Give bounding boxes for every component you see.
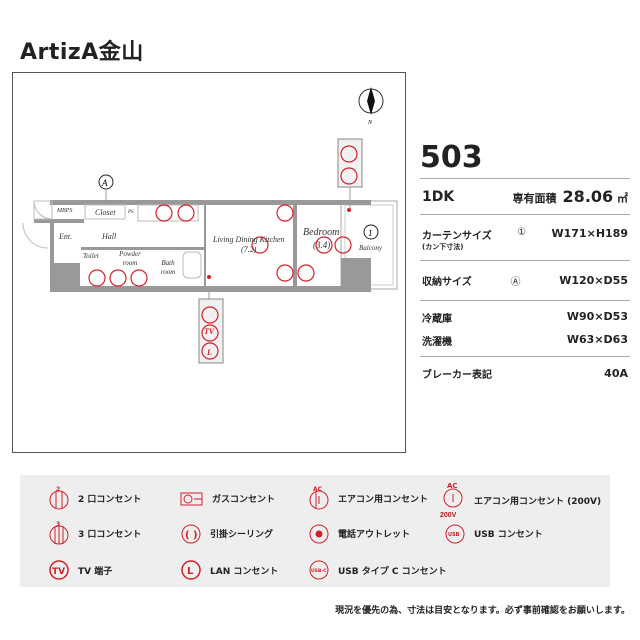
curtain-marker: ① [517,227,527,238]
svg-text:USB-C: USB-C [311,568,327,574]
walls [34,200,371,292]
storage-value: W120×D55 [559,274,628,287]
gas-outlet-icon [180,492,203,506]
room-powder: Powder room [119,250,141,267]
room-bedroom: Bedroom [303,227,340,238]
breaker-label: ブレーカー表記 [422,370,492,381]
svg-text:L: L [187,566,194,577]
usb-outlet-icon: USB [445,524,465,544]
lan-outlet-icon: L [206,348,212,357]
room-toilet: Toilet [83,252,99,260]
legend-label: TV 端子 [78,566,113,577]
curtain-sub: (カン下寸法) [422,243,464,251]
legend-label: USB タイプ C コンセント [338,566,447,577]
curtain-marker: 1 [363,224,379,240]
area-label: 専有面積 [512,192,557,205]
legend-label: LAN コンセント [210,566,279,577]
legend-item: ( ) 引掛シーリング [180,520,273,546]
room-balcony: Balcony [359,244,382,252]
phone-outlet-icon [309,524,329,544]
floor-plan: N TV L A 1 MBPS Closet PS Ent. Hall Toil… [12,72,406,453]
room-mbps: MBPS [57,208,73,214]
tv-terminal-icon: TV [204,327,215,336]
curtain-value: W171×H189 [551,227,628,240]
svg-text:3: 3 [56,521,60,528]
ac-outlet-icon: AC [309,486,329,510]
unit-number: 503 [420,140,483,175]
floor-plan-drawing: N TV L A 1 [22,87,398,364]
svg-text:1: 1 [368,228,373,238]
area-value: 28.06 [562,187,614,206]
200v-label: 200V [440,512,457,519]
outlet-3-icon: 3 [49,521,69,545]
room-ent: Ent. [59,232,73,241]
room-hall: Hall [102,232,117,241]
room-ldk-size: (7.2) [241,245,257,254]
legend-item: 2 2 口コンセント [48,485,141,511]
lan-outlet-icon: L [181,560,201,580]
legend-item: AC 200V エアコン用コンセント (200V) [440,481,601,519]
fixtures [22,200,202,279]
room-ldk: Living Dining Kitchen [213,235,285,244]
unit-info-panel: 503 1DK 専有面積 28.06 ㎡ カーテンサイズ(カン下寸法) ① W17… [420,140,630,390]
usb-c-outlet-icon: USB-C [309,560,329,580]
svg-text:AC: AC [313,486,323,493]
fridge-value: W90×D53 [566,309,628,323]
area-unit: ㎡ [617,192,628,205]
disclaimer: 現況を優先の為、寸法は目安となります。必ず事前確認をお願いします。 [335,606,630,616]
outlets [88,145,358,360]
legend-item: TV TV 端子 [48,557,112,583]
washer-value: W63×D63 [566,332,628,346]
legend-label: 電話アウトレット [338,529,411,540]
compass-icon: N [358,87,384,126]
room-closet: Closet [95,208,116,217]
legend-item: ガスコンセント [180,485,275,511]
room-bedroom-size: (3.4) [313,240,331,250]
fridge-label: 冷蔵庫 [422,313,452,325]
property-title: ArtizA金山 [20,40,144,65]
legend-item: AC エアコン用コンセント [308,485,428,511]
storage-label: 収納サイズ [422,277,472,288]
room-bath: Bath room [160,259,176,276]
legend-label: 3 口コンセント [78,529,142,540]
legend-label: 引掛シーリング [210,529,274,540]
svg-text:N: N [367,120,373,126]
ac-200v-outlet-icon: AC 200V [440,482,463,519]
legend-label: エアコン用コンセント (200V) [474,496,602,507]
legend-item: USB USB コンセント [444,520,543,546]
legend-item: 電話アウトレット [308,520,410,546]
legend: 2 2 口コンセント ガスコンセント AC エアコン用コンセント AC 200V エアコ… [20,475,610,587]
legend-item: USB-C USB タイプ C コンセント [308,557,447,583]
svg-text:TV: TV [52,567,65,577]
tv-terminal-icon: TV [49,560,69,580]
legend-label: 2 口コンセント [78,494,142,505]
curtain-label: カーテンサイズ [422,231,492,242]
svg-text:AC: AC [447,482,458,490]
legend-item: 3 3 口コンセント [48,520,141,546]
ceiling-hook-icon: ( ) [181,524,201,544]
unit-type: 1DK [422,188,455,205]
legend-item: L LAN コンセント [180,557,278,583]
storage-marker: Ⓐ [510,277,521,288]
svg-text:2: 2 [56,486,60,493]
room-ps: PS [128,210,134,215]
legend-label: ガスコンセント [212,494,276,505]
svg-text:( ): ( ) [185,530,198,541]
outlet-2-icon: 2 [49,486,69,510]
storage-marker: A [98,174,114,205]
breaker-value: 40A [604,367,628,380]
svg-text:USB: USB [448,532,460,538]
legend-label: USB コンセント [474,529,543,540]
svg-text:A: A [101,178,108,188]
legend-label: エアコン用コンセント [338,494,429,505]
washer-label: 洗濯機 [422,336,452,348]
